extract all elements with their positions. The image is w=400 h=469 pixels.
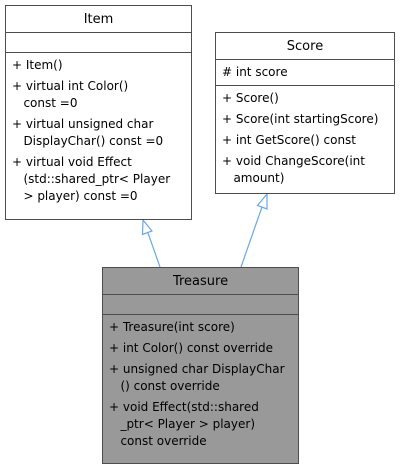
treasure-op-color: + int Color() const override <box>109 341 273 355</box>
class-item-operations: + Item() + virtual int Color() const =0 … <box>6 53 191 209</box>
class-score-attributes: # int score <box>216 60 394 86</box>
score-attr-score: # int score <box>222 65 288 79</box>
score-op-constructor-int: + Score(int startingScore) <box>222 112 379 126</box>
treasure-op-constructor: + Treasure(int score) <box>109 320 235 334</box>
item-op-color: + virtual int Color() const =0 <box>12 79 129 110</box>
class-treasure-operations: + Treasure(int score) + int Color() cons… <box>103 315 298 454</box>
treasure-op-effect: + void Effect(std::shared _ptr< Player >… <box>109 400 259 448</box>
item-op-effect: + virtual void Effect (std::shared_ptr< … <box>12 155 171 203</box>
score-op-constructor: + Score() <box>222 91 279 105</box>
class-treasure-title: Treasure <box>103 268 298 295</box>
class-treasure-attributes <box>103 295 298 315</box>
item-op-constructor: + Item() <box>12 58 63 72</box>
treasure-op-displaychar: + unsigned char DisplayChar () const ove… <box>109 362 285 393</box>
score-op-getscore: + int GetScore() const <box>222 133 357 147</box>
class-item: Item + Item() + virtual int Color() cons… <box>5 5 192 220</box>
treasure-to-score-generalization <box>240 192 268 268</box>
score-op-changescore: + void ChangeScore(int amount) <box>222 154 365 185</box>
class-item-attributes <box>6 33 191 53</box>
treasure-to-item-generalization <box>141 218 161 268</box>
class-treasure: Treasure + Treasure(int score) + int Col… <box>102 267 299 464</box>
class-item-title: Item <box>6 6 191 33</box>
item-op-displaychar: + virtual unsigned char DisplayChar() co… <box>12 117 164 148</box>
class-score: Score # int score + Score() + Score(int … <box>215 32 395 194</box>
class-score-operations: + Score() + Score(int startingScore) + i… <box>216 86 394 191</box>
class-score-title: Score <box>216 33 394 60</box>
